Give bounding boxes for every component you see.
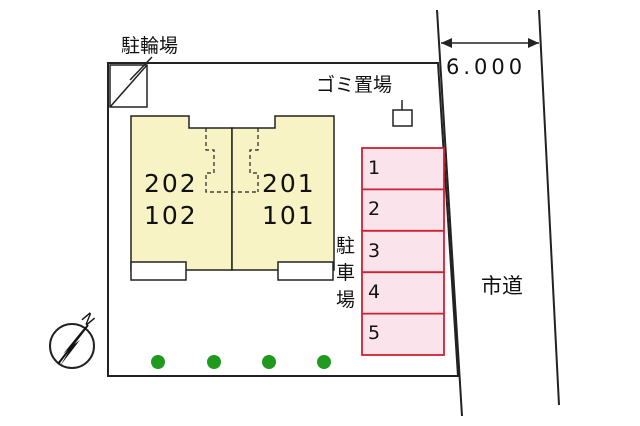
city-road-label: 市道 [481,274,523,298]
garbage-area [392,109,413,127]
parking-block [361,147,445,356]
parking-space-1: 1 [368,156,381,179]
tree-circle-icon [151,355,165,369]
tree-circle-icon [317,355,331,369]
bicycle-parking-area [109,64,148,108]
parking-label-char-3: 場 [336,289,356,311]
dimension-arrow-right [528,38,539,48]
unit-201-label: 201 [262,169,316,198]
compass-north-arrow-icon [49,323,95,369]
parking-space-2: 2 [368,198,381,221]
parking-label-char-2: 車 [336,262,356,284]
parking-space-5: 5 [368,322,381,345]
unit-102-label: 102 [144,201,198,230]
parking-label-char-1: 駐 [336,235,356,257]
tree-circle-icon [207,355,221,369]
parking-dividers [362,188,444,315]
unit-202-label: 202 [144,169,198,198]
tree-circle-icon [262,355,276,369]
dimension-arrow-left [441,38,452,48]
building-right-unit [231,115,335,271]
entrance-left [130,261,187,281]
garbage-label: ゴミ置場 [316,74,393,96]
parking-space-4: 4 [368,280,381,303]
stair-dashed-line-left [205,128,258,193]
parking-space-3: 3 [368,239,381,262]
unit-101-label: 101 [262,201,316,230]
property-boundary [107,62,460,377]
bicycle-parking-diagonal [109,64,148,108]
road-edge-left [436,9,463,417]
entrance-right [277,261,334,281]
tree-row [151,355,331,369]
bicycle-parking-leader [129,56,153,81]
bicycle-parking-label: 駐輪場 [121,35,179,57]
road-edge-right [538,9,560,406]
road-width-label: 6.000 [446,55,527,79]
stair-dashed-line-right [249,128,259,192]
